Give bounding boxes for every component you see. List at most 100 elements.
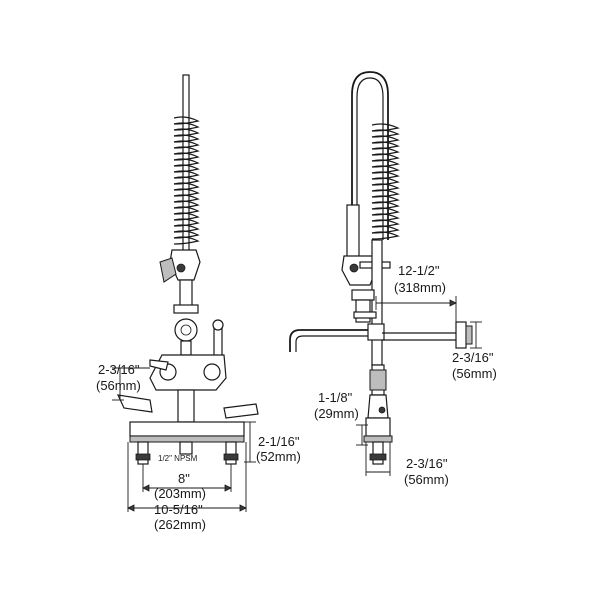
label-overall-in: 10-5/16" (154, 502, 203, 517)
front-spring-coil (173, 194, 200, 203)
front-spring-coil (173, 188, 200, 197)
side-deck-plate (363, 435, 393, 443)
front-spring-coil (173, 134, 200, 143)
front-spring-coil (173, 206, 200, 215)
front-valve-knob (176, 263, 186, 273)
dim-center-arrow-left (142, 484, 150, 492)
side-spring-coil (371, 189, 400, 198)
side-bracket (351, 289, 375, 301)
front-spring-coil (173, 140, 200, 149)
front-right-shank (225, 441, 237, 465)
front-spring-coil (173, 170, 200, 179)
dim-reach-arrow (449, 299, 457, 307)
side-main-riser (371, 239, 383, 366)
side-gooseneck (351, 71, 389, 240)
label-base-height-in: 2-1/16" (258, 434, 300, 449)
label-wall-mm: (56mm) (452, 366, 497, 381)
side-shank-nut (369, 453, 387, 461)
side-valve-knob (349, 263, 359, 273)
dim-center-arrow-right (224, 484, 232, 492)
label-base-height-mm: (52mm) (256, 449, 301, 464)
front-addon-cap (212, 319, 224, 331)
front-left-shank (137, 441, 149, 465)
side-spring-coil (371, 201, 400, 210)
side-spring-coil (371, 225, 400, 234)
front-left-nut (135, 453, 151, 461)
front-spring-coil (173, 116, 200, 125)
front-spring-coil (173, 200, 200, 209)
front-view (112, 74, 259, 512)
front-spring-coil (173, 152, 200, 161)
front-hose-nut (173, 304, 199, 314)
label-shank-in: 1-1/8" (318, 390, 353, 405)
front-riser-rod (182, 74, 190, 271)
side-spring-coil (371, 159, 400, 168)
front-right-lever (223, 403, 259, 419)
side-spout-inner (295, 335, 374, 352)
front-neck (180, 340, 192, 356)
side-spring-coil (371, 165, 400, 174)
front-spring-coil (173, 224, 200, 233)
side-spring-coil (371, 231, 400, 240)
front-swivel-ball (174, 318, 198, 342)
side-bracket-body (355, 299, 371, 323)
side-spray-valve (341, 255, 377, 286)
label-wall-in: 2-3/16" (452, 350, 494, 365)
side-spring-coil (371, 147, 400, 156)
side-shank (372, 441, 384, 465)
label-overall-mm: (262mm) (154, 517, 206, 532)
label-npsm: 1/2" NPSM (158, 454, 198, 463)
front-spring-coil (173, 164, 200, 173)
front-right-valve (203, 363, 221, 381)
label-center-mm: (203mm) (154, 486, 206, 501)
label-center-in: 8" (178, 471, 190, 486)
front-left-lever (149, 359, 169, 371)
front-center-post (177, 389, 195, 423)
label-reach-in: 12-1/2" (398, 263, 440, 278)
front-spring-coil (173, 146, 200, 155)
front-spring (173, 116, 200, 245)
side-valve-dot (378, 406, 386, 414)
front-spring-coil (173, 212, 200, 221)
side-lower-sleeve (369, 369, 387, 391)
dim-overall-arrow-right (239, 504, 247, 512)
front-spring-coil (173, 230, 200, 239)
front-spring-coil (173, 218, 200, 227)
side-spring-coil (371, 129, 400, 138)
side-spring-coil (371, 183, 400, 192)
dim-overall-arrow-left (127, 504, 135, 512)
side-spring-coil (371, 207, 400, 216)
side-deck-flange (365, 417, 391, 437)
front-center-shank (179, 441, 193, 455)
side-spring-coil (371, 141, 400, 150)
side-spring-coil (371, 177, 400, 186)
front-right-nut (223, 453, 239, 461)
side-spring-coil (371, 195, 400, 204)
side-spring (371, 123, 400, 240)
side-gooseneck-inner (356, 77, 384, 240)
front-deck-plate (129, 421, 245, 437)
side-valve-body (367, 394, 389, 419)
label-shank-mm: (29mm) (314, 406, 359, 421)
side-spring-coil (371, 123, 400, 132)
front-spring-coil (173, 236, 200, 245)
dimension-labels: 2-3/16" (56mm) 2-1/16" (52mm) 1/2" NPSM … (96, 263, 497, 532)
side-spring-coil (371, 171, 400, 180)
side-bracket-clamp (353, 311, 377, 319)
side-spring-coil (371, 213, 400, 222)
front-spring-coil (173, 128, 200, 137)
label-flange-in: 2-3/16" (406, 456, 448, 471)
label-left-height-mm: (56mm) (96, 378, 141, 393)
side-spout (289, 329, 374, 352)
front-spray-handle (159, 257, 177, 283)
label-reach-mm: (318mm) (394, 280, 446, 295)
side-spring-coil (371, 153, 400, 162)
label-left-height-in: 2-3/16" (98, 362, 140, 377)
front-spring-coil (173, 122, 200, 131)
side-view (289, 71, 482, 476)
side-spout-joint (367, 323, 385, 341)
front-spring-coil (173, 176, 200, 185)
side-spring-coil (371, 219, 400, 228)
front-spring-coil (173, 182, 200, 191)
